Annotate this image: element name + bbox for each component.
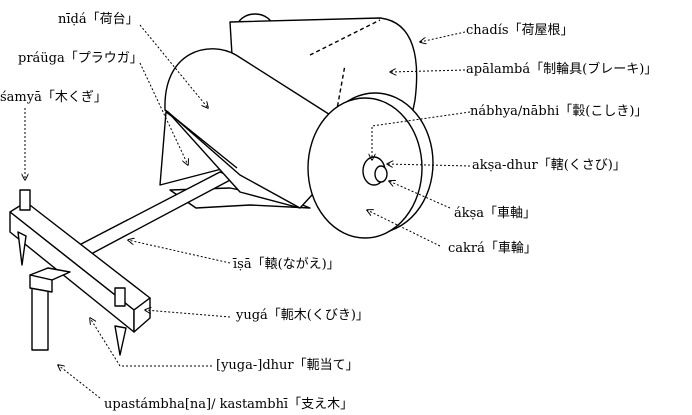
yoke-spikes <box>17 231 127 356</box>
label-nida: nīḍá「荷台」 <box>58 12 139 27</box>
leader-isa <box>128 240 231 264</box>
label-prauga: práüga「プラウガ」 <box>18 51 143 66</box>
label-apalamba: apālambá「制輪具(ブレーキ)」 <box>466 62 658 77</box>
leader-cakra <box>367 210 441 247</box>
leader-aksa <box>389 181 451 209</box>
label-yuga-dhur: [yuga-]dhur「軛当て」 <box>216 358 359 373</box>
leader-nabhya <box>372 111 471 160</box>
label-aksa-dhur: akṣa-dhur「轄(くさび)」 <box>472 158 626 173</box>
label-nabhya: nábhya/nābhi「轂(こしき)」 <box>470 104 648 119</box>
leader-nida <box>139 24 208 108</box>
label-upastambha: upastámbha[na]/ kastambhī「支え木」 <box>104 397 354 412</box>
leader-yuga <box>145 310 231 318</box>
leader-yuga-dhur <box>90 318 212 367</box>
yoke-yuga <box>9 201 151 333</box>
leader-prauga <box>139 62 188 165</box>
label-isa: īṣā「轅(ながえ)」 <box>233 257 340 272</box>
leader-aksa-dhur <box>387 164 471 166</box>
leader-apalamba <box>390 70 466 72</box>
leader-chadis <box>420 31 466 42</box>
label-cakra: cakrá「車輪」 <box>448 241 537 256</box>
support-post <box>29 267 71 351</box>
label-yuga: yugá「軛木(くびき)」 <box>236 308 369 323</box>
leader-upastambha <box>58 365 101 399</box>
label-samya: śamyā「木くぎ」 <box>0 90 107 105</box>
yoke-pegs <box>19 189 126 307</box>
label-aksa: ákṣa「車軸」 <box>454 206 537 221</box>
label-chadis: chadís「荷屋根」 <box>466 23 574 38</box>
